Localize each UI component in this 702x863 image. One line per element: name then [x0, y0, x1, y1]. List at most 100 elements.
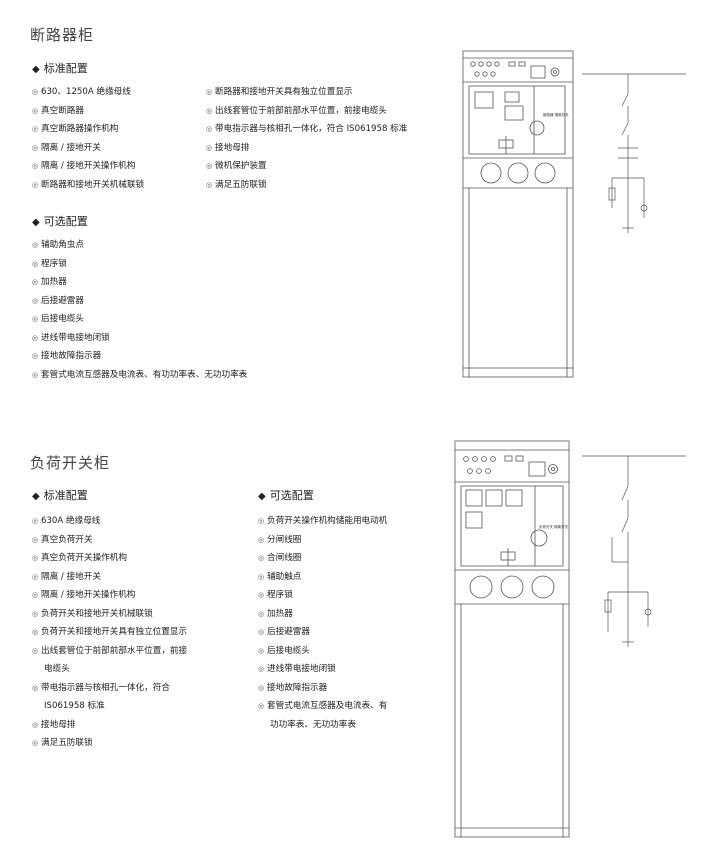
section1-single-line-diagram [582, 73, 686, 233]
circle-bullet-icon: ◎ [206, 106, 213, 115]
list-item: ◎后接电缆头 [258, 642, 387, 661]
list-item-text: 接地母排 [215, 142, 250, 153]
list-item-text: 满足五防联锁 [215, 179, 267, 190]
list-item: ◎带电指示器与核相孔一体化，符合 [32, 679, 187, 698]
circle-bullet-icon: ◎ [258, 683, 265, 692]
list-item: ◎接地故障指示器 [32, 347, 247, 366]
circle-bullet-icon: ◎ [258, 572, 265, 581]
list-item: ◎出线套管位于前部前部水平位置，前接电缆头 [206, 102, 407, 121]
circle-bullet-icon: ◎ [32, 180, 39, 189]
section2-single-line-diagram [582, 455, 686, 647]
list-item-text: 隔离 / 接地开关操作机构 [41, 161, 136, 171]
circle-bullet-icon: ◎ [258, 554, 265, 562]
circle-bullet-icon: ◎ [32, 278, 39, 286]
section2-standard-label: 标准配置 [43, 489, 88, 502]
section2-title: 负荷开关柜 [30, 454, 111, 472]
list-item-text: 微机保护装置 [215, 161, 267, 171]
circle-bullet-icon: ◎ [32, 370, 39, 379]
circle-bullet-icon: ◎ [32, 554, 39, 562]
list-item-text: 断路器和接地开关机械联锁 [41, 179, 145, 190]
circle-bullet-icon: ◎ [258, 628, 265, 636]
list-item-text: 出线套管位于前部前部水平位置，前接电缆头 [215, 105, 387, 116]
diamond-icon: ◆ [32, 64, 40, 75]
circle-bullet-icon: ◎ [206, 125, 213, 133]
list-item: ◎后接避雷器 [32, 292, 247, 311]
circle-bullet-icon: ◎ [258, 665, 265, 673]
list-item: ◎满足五防联锁 [32, 734, 187, 753]
list-item-text: 出线套管位于前部前部水平位置，前接 [41, 645, 188, 656]
circle-bullet-icon: ◎ [206, 143, 213, 152]
list-item-text: 隔离 / 接地开关 [41, 571, 101, 582]
list-item: ◎隔离 / 接地开关 [32, 568, 187, 587]
list-item: ◎程序锁 [258, 586, 387, 605]
circle-bullet-icon: ◎ [32, 646, 39, 655]
list-item: ◎630、1250A 绝缘母线 [32, 83, 144, 102]
circle-bullet-icon: ◎ [32, 591, 39, 599]
list-item-text: 分闸线圈 [267, 534, 302, 545]
list-item: 功功率表、无功功率表 [258, 716, 387, 735]
section1-standard-list-left: ◎630、1250A 绝缘母线◎真空断路器◎真空断路器操作机构◎隔离 / 接地开… [32, 83, 144, 194]
list-item-text: 带电指示器与核相孔一体化，符合 [41, 682, 170, 693]
section1-standard-label: 标准配置 [43, 62, 88, 75]
list-item: ◎断路器和接地开关机械联锁 [32, 176, 144, 195]
list-item-text: IS061958 标准 [44, 701, 105, 711]
list-item-text: 电缆头 [44, 664, 70, 674]
section1-optional-heading: ◆可选配置 [32, 213, 88, 229]
circle-bullet-icon: ◎ [32, 259, 39, 268]
list-item: ◎带电指示器与核相孔一体化，符合 IS061958 标准 [206, 120, 407, 139]
list-item: ◎微机保护装置 [206, 157, 407, 176]
list-item: ◎加热器 [32, 273, 247, 292]
list-item: ◎真空断路器 [32, 102, 144, 121]
list-item-text: 负荷开关操作机构储能用电动机 [267, 516, 388, 526]
list-item-text: 接地故障指示器 [41, 351, 102, 361]
list-item-text: 合闸线圈 [267, 553, 302, 563]
list-item: ◎后接电缆头 [32, 310, 247, 329]
list-item-text: 带电指示器与核相孔一体化，符合 IS061958 标准 [215, 124, 408, 134]
list-item: ◎断路器和接地开关具有独立位置显示 [206, 83, 407, 102]
list-item-text: 后接避雷器 [41, 295, 84, 306]
list-item-text: 后接避雷器 [267, 627, 310, 637]
list-item: ◎加热器 [258, 605, 387, 624]
list-item: ◎辅助角虫点 [32, 236, 247, 255]
section1-standard-list-right: ◎断路器和接地开关具有独立位置显示◎出线套管位于前部前部水平位置，前接电缆头◎带… [206, 83, 407, 194]
list-item: ◎隔离 / 接地开关 [32, 139, 144, 158]
list-item-text: 真空断路器 [41, 105, 84, 116]
circle-bullet-icon: ◎ [32, 720, 39, 729]
list-item: IS061958 标准 [32, 697, 187, 716]
section1-panel-label: 断路器 隔离开关 [543, 112, 569, 117]
diamond-icon: ◆ [32, 491, 40, 502]
list-item-text: 接地故障指示器 [267, 682, 328, 693]
diamond-icon: ◆ [258, 491, 266, 502]
list-item: ◎套管式电流互感器及电流表、有功功率表、无功功率表 [32, 366, 247, 385]
list-item: ◎进线带电接地闭锁 [32, 329, 247, 348]
section1-title: 断路器柜 [30, 26, 95, 44]
list-item: ◎接地故障指示器 [258, 679, 387, 698]
circle-bullet-icon: ◎ [258, 517, 265, 525]
circle-bullet-icon: ◎ [32, 315, 39, 323]
list-item-text: 后接电缆头 [41, 314, 84, 324]
circle-bullet-icon: ◎ [32, 88, 39, 96]
section1-optional-list: ◎辅助角虫点◎程序锁◎加热器◎后接避雷器◎后接电缆头◎进线带电接地闭锁◎接地故障… [32, 236, 247, 384]
list-item: ◎出线套管位于前部前部水平位置，前接 [32, 642, 187, 661]
circle-bullet-icon: ◎ [258, 702, 265, 710]
circle-bullet-icon: ◎ [32, 143, 39, 152]
list-item-text: 断路器和接地开关具有独立位置显示 [215, 87, 353, 97]
list-item-text: 630、1250A 绝缘母线 [41, 87, 131, 97]
list-item-text: 后接电缆头 [267, 645, 310, 656]
section2-cabinet-drawing: 负荷开关 隔离开关 [454, 440, 570, 838]
list-item-text: 辅助角虫点 [41, 240, 84, 250]
list-item: ◎负荷开关和接地开关机械联锁 [32, 605, 187, 624]
list-item-text: 真空负荷开关操作机构 [41, 553, 127, 563]
list-item-text: 隔离 / 接地开关操作机构 [41, 590, 136, 600]
circle-bullet-icon: ◎ [206, 88, 213, 96]
circle-bullet-icon: ◎ [258, 591, 265, 599]
list-item: ◎真空负荷开关操作机构 [32, 549, 187, 568]
circle-bullet-icon: ◎ [32, 296, 39, 305]
section2-optional-heading: ◆可选配置 [258, 487, 314, 503]
list-item: ◎真空断路器操作机构 [32, 120, 144, 139]
list-item: ◎负荷开关和接地开关具有独立位置显示 [32, 623, 187, 642]
section1-cabinet-drawing: 断路器 隔离开关 [462, 50, 574, 378]
circle-bullet-icon: ◎ [32, 683, 39, 692]
list-item: ◎630A 绝缘母线 [32, 512, 187, 531]
circle-bullet-icon: ◎ [258, 535, 265, 544]
